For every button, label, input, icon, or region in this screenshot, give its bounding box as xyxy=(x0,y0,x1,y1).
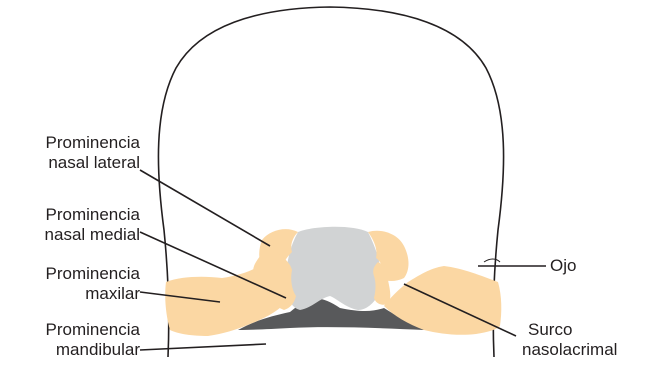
leader-mandibular xyxy=(140,344,266,350)
label-line: Prominencia xyxy=(14,320,140,340)
label-line: Prominencia xyxy=(14,264,140,284)
label-line: nasal medial xyxy=(14,225,140,245)
label-line: Prominencia xyxy=(14,205,140,225)
label-ojo: Ojo xyxy=(550,256,576,276)
label-surco-nasolacrimal: Surco nasolacrimal xyxy=(522,320,617,360)
label-line: maxilar xyxy=(14,284,140,304)
leader-nasal-lateral xyxy=(140,170,270,246)
label-line: Ojo xyxy=(550,256,576,276)
label-line: mandibular xyxy=(14,340,140,360)
eye-right xyxy=(484,259,500,262)
label-prominencia-mandibular: Prominencia mandibular xyxy=(14,320,140,360)
label-line: nasal lateral xyxy=(14,153,140,173)
label-line: Surco xyxy=(522,320,617,340)
label-prominencia-maxilar: Prominencia maxilar xyxy=(14,264,140,304)
label-prominencia-nasal-medial: Prominencia nasal medial xyxy=(14,205,140,245)
label-line: Prominencia xyxy=(14,133,140,153)
label-line: nasolacrimal xyxy=(522,340,617,360)
label-prominencia-nasal-lateral: Prominencia nasal lateral xyxy=(14,133,140,173)
frontonasal-center xyxy=(286,227,381,310)
